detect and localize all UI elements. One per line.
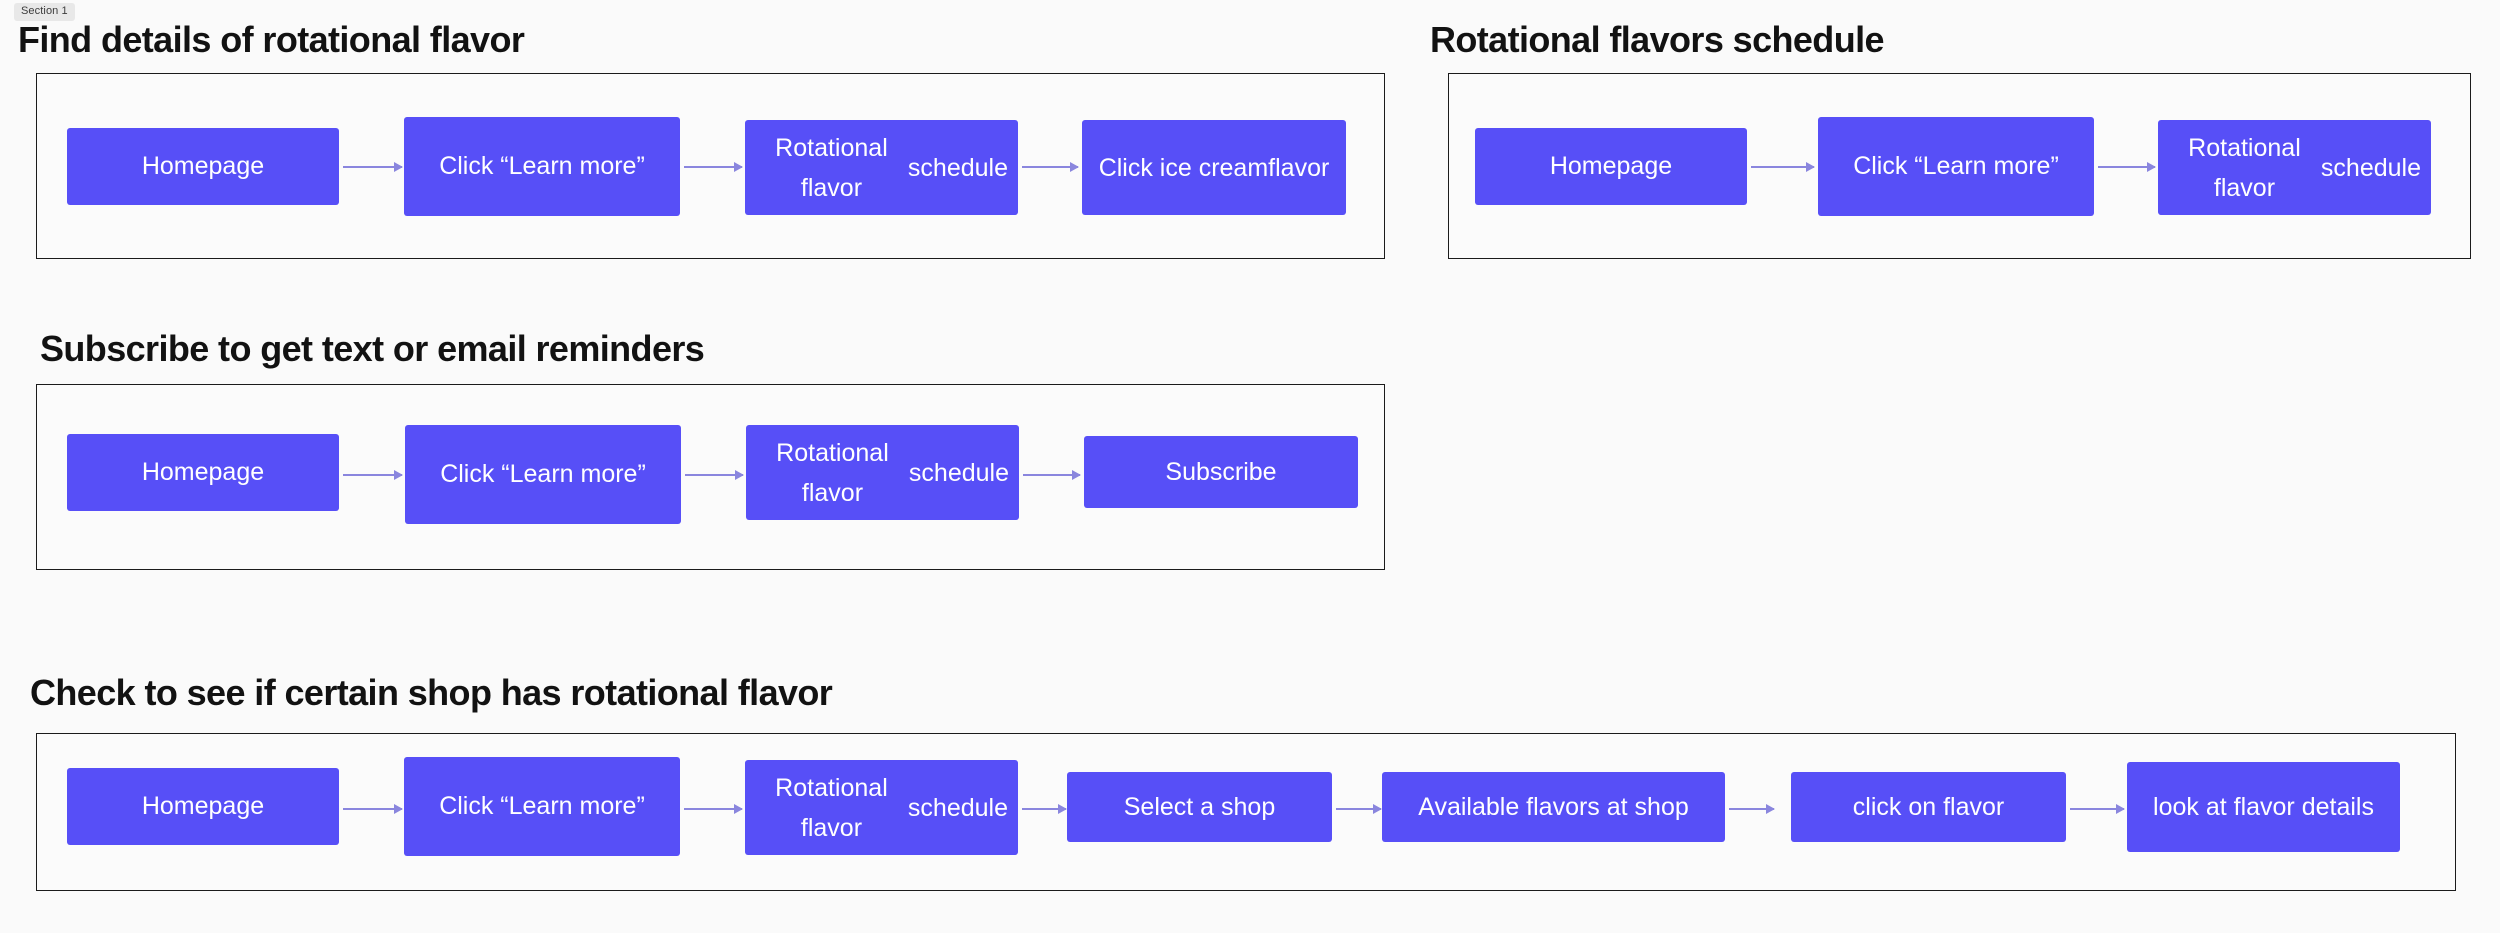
node-line-1: Rotational flavor: [775, 773, 888, 842]
flow-title-rotational-flavors-schedule: Rotational flavors schedule: [1430, 19, 1885, 60]
connector-flow4-2: [684, 804, 743, 814]
connector-flow4-6: [2070, 804, 2125, 814]
node-rotational-flavor-schedule-flow1[interactable]: Rotational flavor schedule: [745, 120, 1018, 215]
connector-flow1-2: [684, 162, 743, 172]
node-line-2: schedule: [908, 458, 1009, 487]
node-line-1: Rotational flavor: [776, 438, 889, 507]
node-select-a-shop-flow4[interactable]: Select a shop: [1067, 772, 1332, 842]
node-rotational-flavor-schedule-flow3[interactable]: Rotational flavor schedule: [746, 425, 1019, 520]
node-click-learn-more-flow2[interactable]: Click “Learn more”: [1818, 117, 2094, 216]
node-click-ice-cream-flavor-flow1[interactable]: Click ice cream flavor: [1082, 120, 1346, 215]
node-line-2: schedule: [2320, 153, 2421, 182]
connector-flow1-1: [343, 162, 403, 172]
flow-title-check-shop: Check to see if certain shop has rotatio…: [30, 672, 833, 713]
node-click-learn-more-flow3[interactable]: Click “Learn more”: [405, 425, 681, 524]
node-subscribe-flow3[interactable]: Subscribe: [1084, 436, 1358, 508]
node-available-flavors-at-shop-flow4[interactable]: Available flavors at shop: [1382, 772, 1725, 842]
node-rotational-flavor-schedule-flow4[interactable]: Rotational flavor schedule: [745, 760, 1018, 855]
node-homepage-flow4[interactable]: Homepage: [67, 768, 339, 845]
node-line-2: flavor: [1268, 153, 1330, 182]
node-click-on-flavor-flow4[interactable]: click on flavor: [1791, 772, 2066, 842]
connector-flow4-5: [1729, 804, 1775, 814]
node-look-at-flavor-details-flow4[interactable]: look at flavor details: [2127, 762, 2400, 852]
connector-flow1-3: [1022, 162, 1079, 172]
section-badge: Section 1: [14, 3, 75, 21]
node-line-2: schedule: [907, 153, 1008, 182]
flow-title-find-details: Find details of rotational flavor: [18, 19, 525, 60]
connector-flow2-1: [1751, 162, 1815, 172]
node-rotational-flavor-schedule-flow2[interactable]: Rotational flavor schedule: [2158, 120, 2431, 215]
node-homepage-flow3[interactable]: Homepage: [67, 434, 339, 511]
node-homepage-flow1[interactable]: Homepage: [67, 128, 339, 205]
connector-flow4-4: [1336, 804, 1382, 814]
node-homepage-flow2[interactable]: Homepage: [1475, 128, 1747, 205]
node-click-learn-more-flow4[interactable]: Click “Learn more”: [404, 757, 680, 856]
node-line-2: schedule: [907, 793, 1008, 822]
node-click-learn-more-flow1[interactable]: Click “Learn more”: [404, 117, 680, 216]
connector-flow2-2: [2098, 162, 2156, 172]
connector-flow4-3: [1022, 804, 1067, 814]
node-line-1: Rotational flavor: [775, 133, 888, 202]
connector-flow3-1: [343, 470, 403, 480]
node-line-1: Click ice cream: [1098, 153, 1269, 182]
connector-flow4-1: [343, 804, 403, 814]
connector-flow3-2: [685, 470, 744, 480]
flow-title-subscribe: Subscribe to get text or email reminders: [40, 328, 705, 369]
connector-flow3-3: [1023, 470, 1081, 480]
node-line-1: Rotational flavor: [2188, 133, 2301, 202]
